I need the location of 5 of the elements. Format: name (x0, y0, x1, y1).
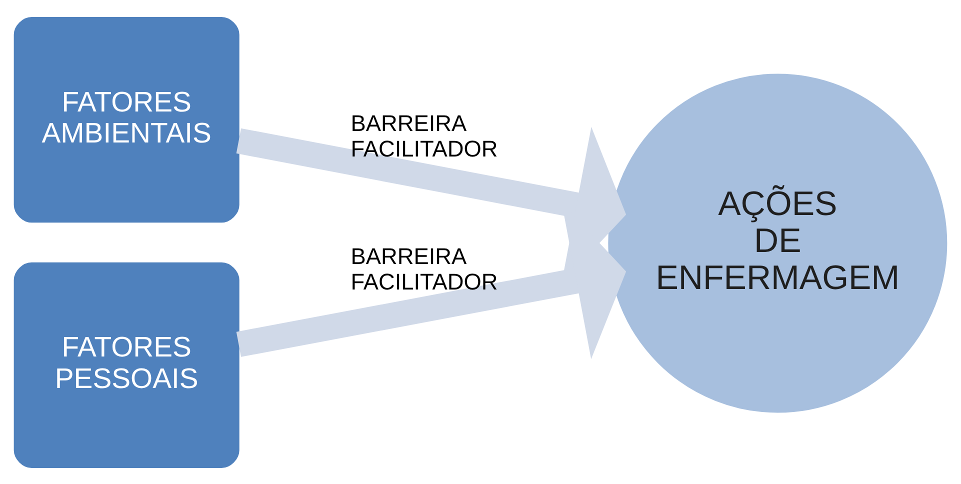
node-box: FATORES AMBIENTAIS (14, 16, 240, 222)
edge-label: BARREIRA FACILITADOR (350, 242, 498, 294)
edge-label: BARREIRA FACILITADOR (350, 109, 498, 161)
node-circle: AÇÕES DE ENFERMAGEM (608, 73, 948, 412)
node-box: FATORES PESSOAIS (14, 262, 240, 468)
